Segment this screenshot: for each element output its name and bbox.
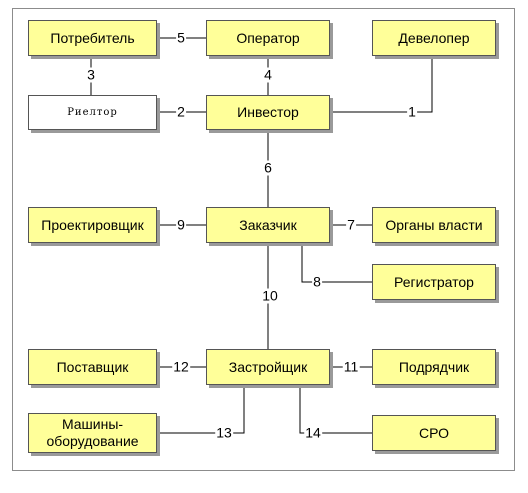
link-line-1 (330, 56, 433, 113)
link-label-11: 11 (342, 358, 360, 375)
node-customer: Заказчик (206, 207, 330, 243)
link-label-2: 2 (176, 103, 186, 120)
link-label-14: 14 (304, 424, 322, 441)
link-label-9: 9 (176, 216, 186, 233)
node-builder: Застройщик (206, 349, 330, 385)
node-contractor: Подрядчик (372, 349, 496, 385)
link-line-8 (301, 243, 372, 283)
node-realtor: Риелтор (28, 95, 157, 130)
link-line-13 (157, 385, 245, 434)
link-label-8: 8 (312, 273, 322, 290)
link-label-3: 3 (86, 66, 96, 83)
link-line-14 (299, 385, 372, 434)
link-label-5: 5 (176, 29, 186, 46)
link-label-4: 4 (263, 66, 273, 83)
link-label-1: 1 (407, 103, 417, 120)
node-authorities: Органы власти (372, 207, 496, 243)
node-investor: Инвестор (206, 95, 330, 130)
link-label-7: 7 (346, 216, 356, 233)
node-operator: Оператор (206, 20, 330, 56)
link-label-12: 12 (172, 358, 190, 375)
link-label-10: 10 (261, 287, 279, 304)
link-label-13: 13 (215, 424, 233, 441)
node-designer: Проектировщик (28, 207, 157, 243)
node-supplier: Поставщик (28, 349, 157, 385)
link-label-6: 6 (263, 159, 273, 176)
node-developer: Девелопер (372, 20, 496, 56)
node-consumer: Потребитель (28, 20, 157, 56)
node-sro: СРО (372, 415, 496, 451)
node-registrar: Регистратор (372, 264, 496, 300)
node-machinery: Машины-оборудование (28, 413, 157, 453)
